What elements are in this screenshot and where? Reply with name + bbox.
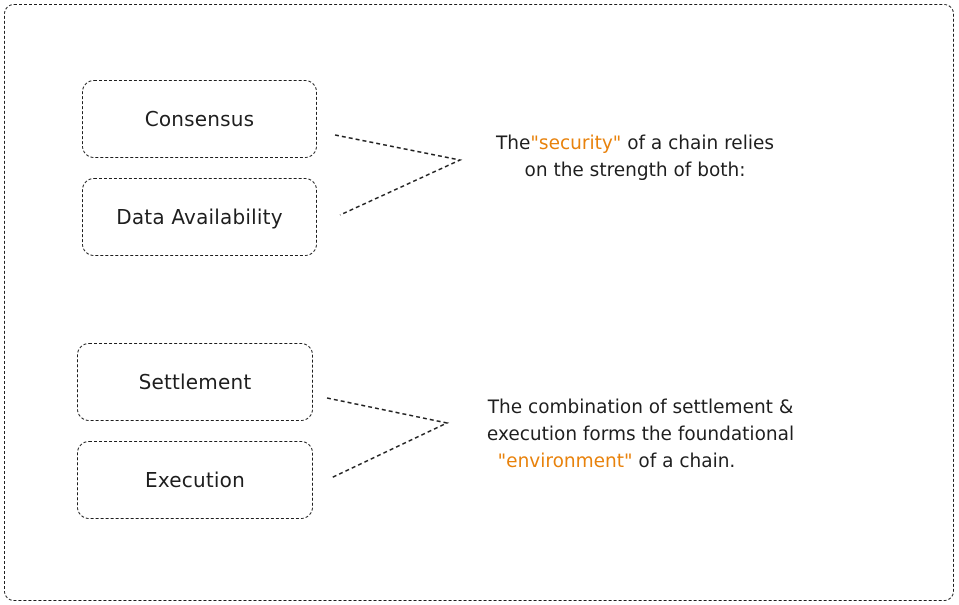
security-note-suffix: of a chain relies xyxy=(627,133,774,154)
security-highlight: "security" xyxy=(530,133,622,154)
environment-note-line-2: execution forms the foundational xyxy=(486,424,795,445)
settlement-label: Settlement xyxy=(138,370,252,394)
settlement-box: Settlement xyxy=(77,343,313,421)
environment-note: The combination of settlement & executio… xyxy=(458,394,823,475)
data-availability-label: Data Availability xyxy=(116,205,283,229)
security-note: The"security" of a chain relies on the s… xyxy=(470,130,800,184)
environment-highlight: "environment" xyxy=(497,451,633,472)
data-availability-box: Data Availability xyxy=(82,178,317,256)
security-note-line-1: The"security" of a chain relies xyxy=(470,130,800,157)
environment-note-suffix: of a chain. xyxy=(638,451,736,472)
consensus-label: Consensus xyxy=(144,107,255,131)
consensus-box: Consensus xyxy=(82,80,317,158)
security-note-line-2: on the strength of both: xyxy=(524,160,746,181)
diagram-frame xyxy=(4,4,954,601)
environment-note-line-3: "environment" of a chain. xyxy=(458,448,823,475)
execution-label: Execution xyxy=(145,468,245,492)
execution-box: Execution xyxy=(77,441,313,519)
environment-note-line-1: The combination of settlement & xyxy=(487,397,794,418)
security-note-prefix: The xyxy=(496,133,531,154)
